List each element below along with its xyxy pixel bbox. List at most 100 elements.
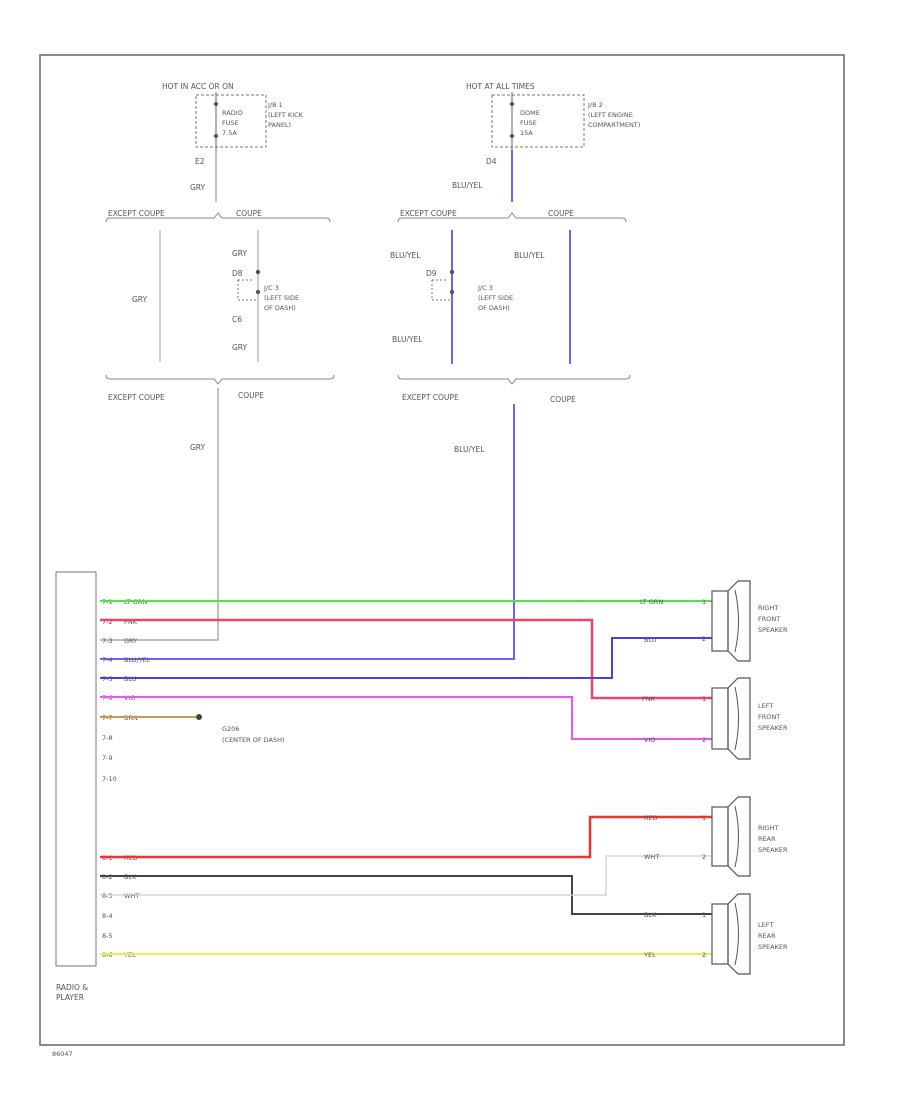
- pin-7-2-wire: PNK: [124, 618, 138, 626]
- right-jc-line1: J/C 3: [477, 284, 493, 292]
- lr-label-line1: LEFT: [758, 921, 773, 929]
- left-box-line2: (LEFT KICK: [268, 111, 304, 119]
- pin-8-3: 8-3: [102, 892, 113, 900]
- left-junction-dot-b: [255, 289, 261, 295]
- right-fuse-dot-top: [510, 102, 514, 106]
- lf-pin-a: 1: [702, 695, 706, 703]
- rr-speaker-cone-icon: [727, 796, 751, 877]
- pin-7-9: 7-9: [102, 754, 113, 762]
- rf-pin-a: 1: [702, 598, 706, 606]
- right-fuse-group: HOT AT ALL TIMES DOME FUSE 15A J/B 2 (LE…: [452, 82, 640, 202]
- rf-label-line1: RIGHT: [758, 604, 778, 612]
- diagram-code: 86047: [52, 1050, 73, 1058]
- right-junction-terminal-a: D9: [426, 269, 437, 278]
- wire-red: [100, 815, 712, 859]
- top-left-except-coupe: EXCEPT COUPE: [108, 209, 165, 218]
- right-fuse-line2: FUSE: [520, 119, 537, 127]
- left-box-line3: PANEL): [268, 121, 291, 129]
- wire-wht: [100, 855, 712, 896]
- bottom-variant-brackets: EXCEPT COUPE COUPE EXCEPT COUPE COUPE: [105, 374, 631, 404]
- right-fuse-line1: DOME: [520, 109, 540, 117]
- bottom-right-coupe: COUPE: [550, 395, 576, 404]
- rf-label-line3: SPEAKER: [758, 626, 788, 634]
- lf-speaker-magnet: [711, 687, 729, 750]
- left-fuse-dot-top: [214, 102, 218, 106]
- bottom-left-bracket: [105, 374, 335, 385]
- rr-label-line3: SPEAKER: [758, 846, 788, 854]
- right-fuse-dot-bottom: [510, 134, 514, 138]
- rf-speaker-cone-icon: [727, 580, 751, 662]
- lr-wire-a-label: BLK: [644, 911, 657, 919]
- pin-7-4-wire: BLU/YEL: [124, 656, 151, 664]
- rf-wire-b-label: BLU: [644, 636, 657, 644]
- pin-7-2: 7-2: [102, 618, 113, 626]
- wire-pnk: [100, 618, 712, 700]
- ground-label-line2: (CENTER OF DASH): [222, 736, 285, 744]
- left-front-speaker: PNK VIO 1 2 LEFT FRONT SPEAKER: [642, 677, 788, 760]
- left-coupe-upper-label: GRY: [232, 249, 248, 258]
- lf-wire-a-label: PNK: [642, 695, 656, 703]
- left-except-wire-label: GRY: [132, 295, 148, 304]
- left-fuse-line2: FUSE: [222, 119, 239, 127]
- lr-wire-b-label: YEL: [643, 951, 656, 959]
- right-hot-label: HOT AT ALL TIMES: [466, 82, 535, 91]
- pin-7-3-wire: GRY: [124, 637, 137, 645]
- gry-down-wire-label: GRY: [190, 443, 206, 452]
- right-front-speaker: LT GRN BLU 1 2 RIGHT FRONT SPEAKER: [640, 580, 788, 662]
- left-coupe-lower-label: GRY: [232, 343, 248, 352]
- lr-speaker-magnet: [711, 903, 729, 965]
- left-fuse-wire-label: GRY: [190, 183, 206, 192]
- right-junction-wire-left: BLU/YEL: [390, 251, 421, 260]
- radio-player-body: [55, 571, 97, 967]
- bottom-right-except-coupe: EXCEPT COUPE: [402, 393, 459, 402]
- right-fuse-box: [491, 94, 585, 148]
- down-wires: GRY BLU/YEL: [100, 388, 515, 660]
- pin-8-5: 8-5: [102, 932, 113, 940]
- pin-8-4: 8-4: [102, 912, 113, 920]
- lf-label-line2: FRONT: [758, 713, 780, 721]
- left-fuse-terminal: E2: [195, 157, 205, 166]
- radio-player: RADIO & PLAYER 7-1 LT GRN 7-2 PNK 7-3 GR…: [55, 571, 151, 1002]
- top-left-bracket: [105, 212, 331, 223]
- rf-speaker-magnet: [711, 590, 729, 652]
- pin-7-3: 7-3: [102, 637, 113, 645]
- ground-icon: [196, 714, 202, 720]
- right-junction-box: [431, 279, 450, 301]
- ground-label-line1: G206: [222, 725, 239, 733]
- left-fuse-box: [195, 94, 267, 148]
- radio-label-line1: RADIO &: [56, 983, 88, 992]
- right-junction-dot-b: [449, 289, 455, 295]
- left-box-line1: J/B 1: [267, 101, 283, 109]
- right-rear-speaker: RED WHT 1 2 RIGHT REAR SPEAKER: [644, 796, 788, 877]
- left-junction-box: [237, 279, 256, 301]
- lf-label-line1: LEFT: [758, 702, 773, 710]
- right-fuse-wire-label: BLU/YEL: [452, 181, 483, 190]
- left-jc-line3: OF DASH): [264, 304, 296, 312]
- rf-wire-a-label: LT GRN: [640, 598, 663, 606]
- right-fuse-terminal: D4: [486, 157, 497, 166]
- rr-label-line1: RIGHT: [758, 824, 778, 832]
- lf-label-line3: SPEAKER: [758, 724, 788, 732]
- rr-pin-b: 2: [702, 853, 706, 861]
- left-rear-speaker: BLK YEL 1 2 LEFT REAR SPEAKER: [643, 893, 788, 975]
- right-fuse-line3: 15A: [520, 129, 533, 137]
- diagram-frame: [39, 54, 845, 1046]
- left-jc-line2: (LEFT SIDE: [264, 294, 299, 302]
- left-junction-group: GRY GRY D8 J/C 3 (LEFT SIDE OF DASH) C6 …: [132, 230, 299, 362]
- left-fuse-line3: 7.5A: [222, 129, 237, 137]
- right-box-line3: COMPARTMENT): [588, 121, 640, 129]
- left-jc-line1: J/C 3: [263, 284, 279, 292]
- rr-speaker-magnet: [711, 806, 729, 867]
- bottom-right-bracket: [397, 374, 631, 385]
- lr-label-line2: REAR: [758, 932, 776, 940]
- right-junction-dot-a: [449, 269, 455, 275]
- left-junction-terminal-b: C6: [232, 315, 242, 324]
- rr-wire-b-label: WHT: [644, 853, 659, 861]
- top-right-coupe: COUPE: [548, 209, 574, 218]
- blu-yel-down-wire-label: BLU/YEL: [454, 445, 485, 454]
- right-jc-line3: OF DASH): [478, 304, 510, 312]
- left-fuse-dot-bottom: [214, 134, 218, 138]
- right-box-line1: J/B 2: [587, 101, 603, 109]
- rf-pin-b: 2: [702, 635, 706, 643]
- pin-8-3-wire: WHT: [124, 892, 139, 900]
